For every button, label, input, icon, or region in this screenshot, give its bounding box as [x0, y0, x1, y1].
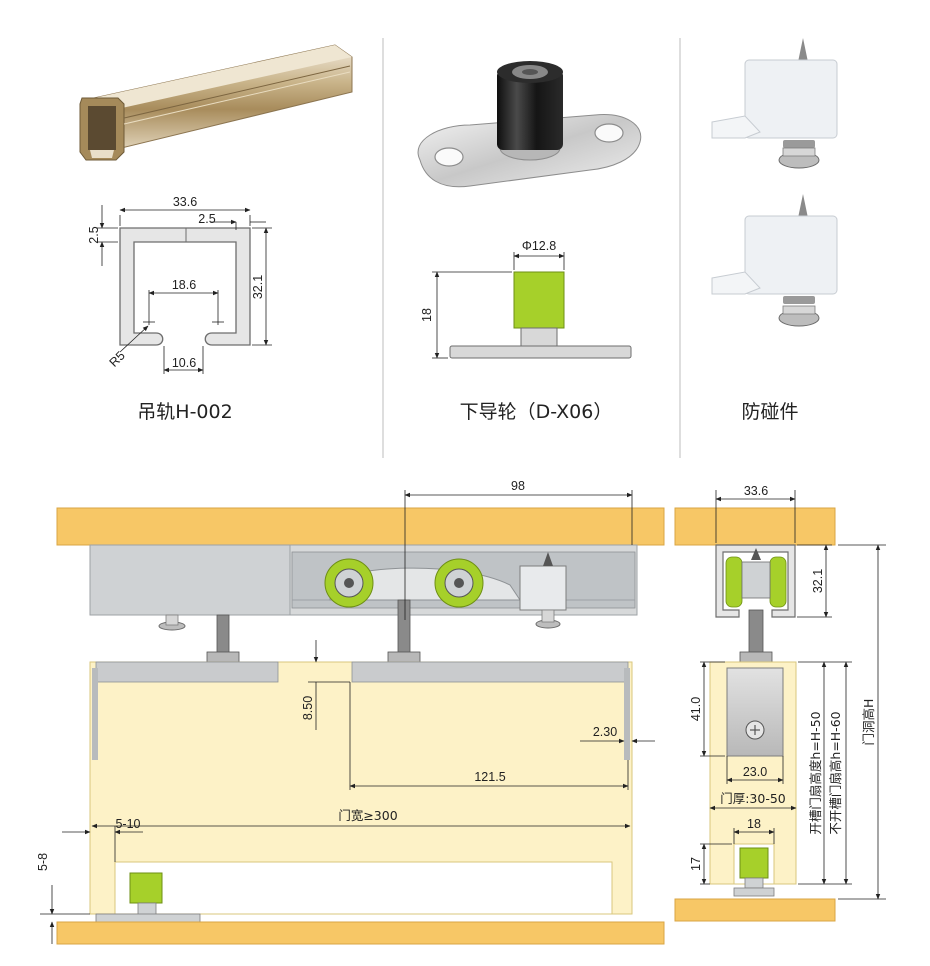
front-top-label: 98: [511, 479, 525, 493]
rail-profile: 33.6 2.5 2.5 32.1 18.6 R5 10.6: [87, 195, 272, 374]
side-groove-depth-label: 17: [689, 857, 703, 871]
front-gap-label: 8.50: [301, 696, 315, 720]
stopper-photo-top: [711, 38, 838, 169]
guide-height-label: 18: [420, 308, 434, 322]
guide-photo: [417, 61, 642, 188]
front-side-label: 2.30: [593, 725, 617, 739]
side-bracket-height-label: 41.0: [689, 697, 703, 721]
guide-caption: 下导轮（D-X06）: [460, 401, 613, 423]
rail-caption: 吊轨H-002: [137, 401, 232, 423]
stopper-photo-bottom: [711, 194, 838, 327]
front-bottom-label: 5-8: [36, 853, 50, 871]
rail-inner-label: 18.6: [172, 278, 196, 292]
side-rail-width-label: 33.6: [744, 484, 768, 498]
side-rail-height-label: 32.1: [811, 569, 825, 593]
front-view: 98 8.50 2.30 121.5 门宽≥300 5-10 5-8: [36, 479, 665, 945]
side-opening-height-label: 门洞高H: [861, 699, 876, 746]
side-door-height-slot-label: 开槽门扇高度h=H-50: [808, 711, 823, 834]
rail-radius-label: R5: [107, 349, 128, 370]
side-view: 33.6 32.1 41.0 23.0 门厚:30-50 18 17 开槽门扇高…: [674, 484, 886, 922]
front-door-width-label: 门宽≥300: [338, 808, 397, 823]
rail-height-label: 32.1: [251, 275, 265, 299]
rail-lip-right-label: 2.5: [198, 212, 215, 226]
guide-drawing: Φ12.8 18: [420, 239, 632, 359]
side-door-thickness-label: 门厚:30-50: [720, 791, 786, 806]
side-groove-width-label: 18: [747, 817, 761, 831]
side-bracket-width-label: 23.0: [743, 765, 767, 779]
rail-slot-label: 10.6: [172, 356, 196, 370]
side-door-height-noslot-label: 不开槽门扇高h=H-60: [828, 711, 843, 834]
rail-width-label: 33.6: [173, 195, 197, 209]
front-span-label: 121.5: [474, 770, 505, 784]
rail-lip-left-label: 2.5: [87, 226, 101, 243]
stopper-caption: 防碰件: [741, 401, 798, 423]
front-edge-label: 5-10: [115, 817, 140, 831]
rail-photo: [79, 44, 353, 161]
guide-diameter-label: Φ12.8: [522, 239, 556, 253]
